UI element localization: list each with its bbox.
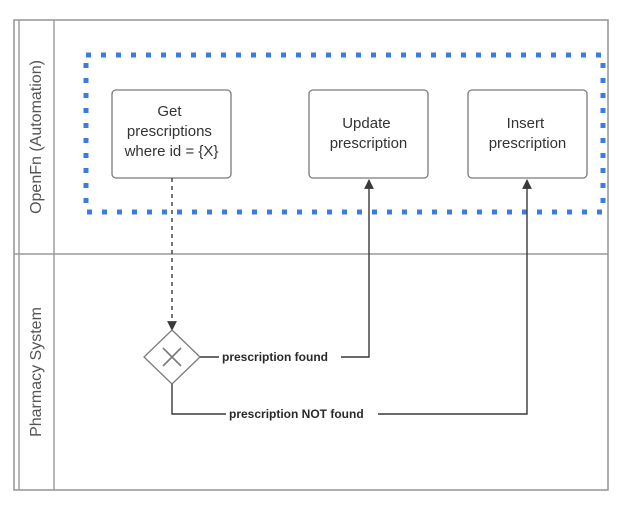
- task-insert-prescription-box: [467, 89, 588, 179]
- task-update-prescription[interactable]: Update prescription: [308, 89, 429, 179]
- task-insert-prescription[interactable]: Insert prescription: [467, 89, 588, 179]
- gateway-x-mark-b: [162, 347, 182, 367]
- task-get-line-1: Get: [157, 103, 182, 120]
- task-get-line-2: prescriptions: [127, 123, 212, 140]
- task-update-line-2: prescription: [330, 135, 408, 152]
- task-update-prescription-label: Update prescription: [330, 115, 408, 152]
- edge-label-found-bg: [219, 348, 341, 365]
- task-insert-prescription-label: Insert prescription: [489, 115, 567, 152]
- task-get-prescriptions[interactable]: Get prescriptions where id = {X}: [111, 89, 232, 179]
- task-update-line-1: Update: [342, 115, 390, 132]
- automation-group-outline: [83, 52, 606, 215]
- lane-label-automation: OpenFn (Automation): [28, 60, 45, 214]
- task-insert-line-2: prescription: [489, 135, 567, 152]
- task-get-prescriptions-label: Get prescriptions where id = {X}: [124, 103, 219, 160]
- task-get-line-3: where id = {X}: [124, 143, 219, 160]
- edge-label-not-found-bg: [226, 405, 378, 422]
- lane-label-pharmacy: Pharmacy System: [28, 307, 45, 437]
- task-insert-line-1: Insert: [507, 115, 545, 132]
- edge-label-not-found: prescription NOT found: [229, 407, 364, 421]
- edge-label-found: prescription found: [222, 350, 328, 364]
- task-update-prescription-box: [308, 89, 429, 179]
